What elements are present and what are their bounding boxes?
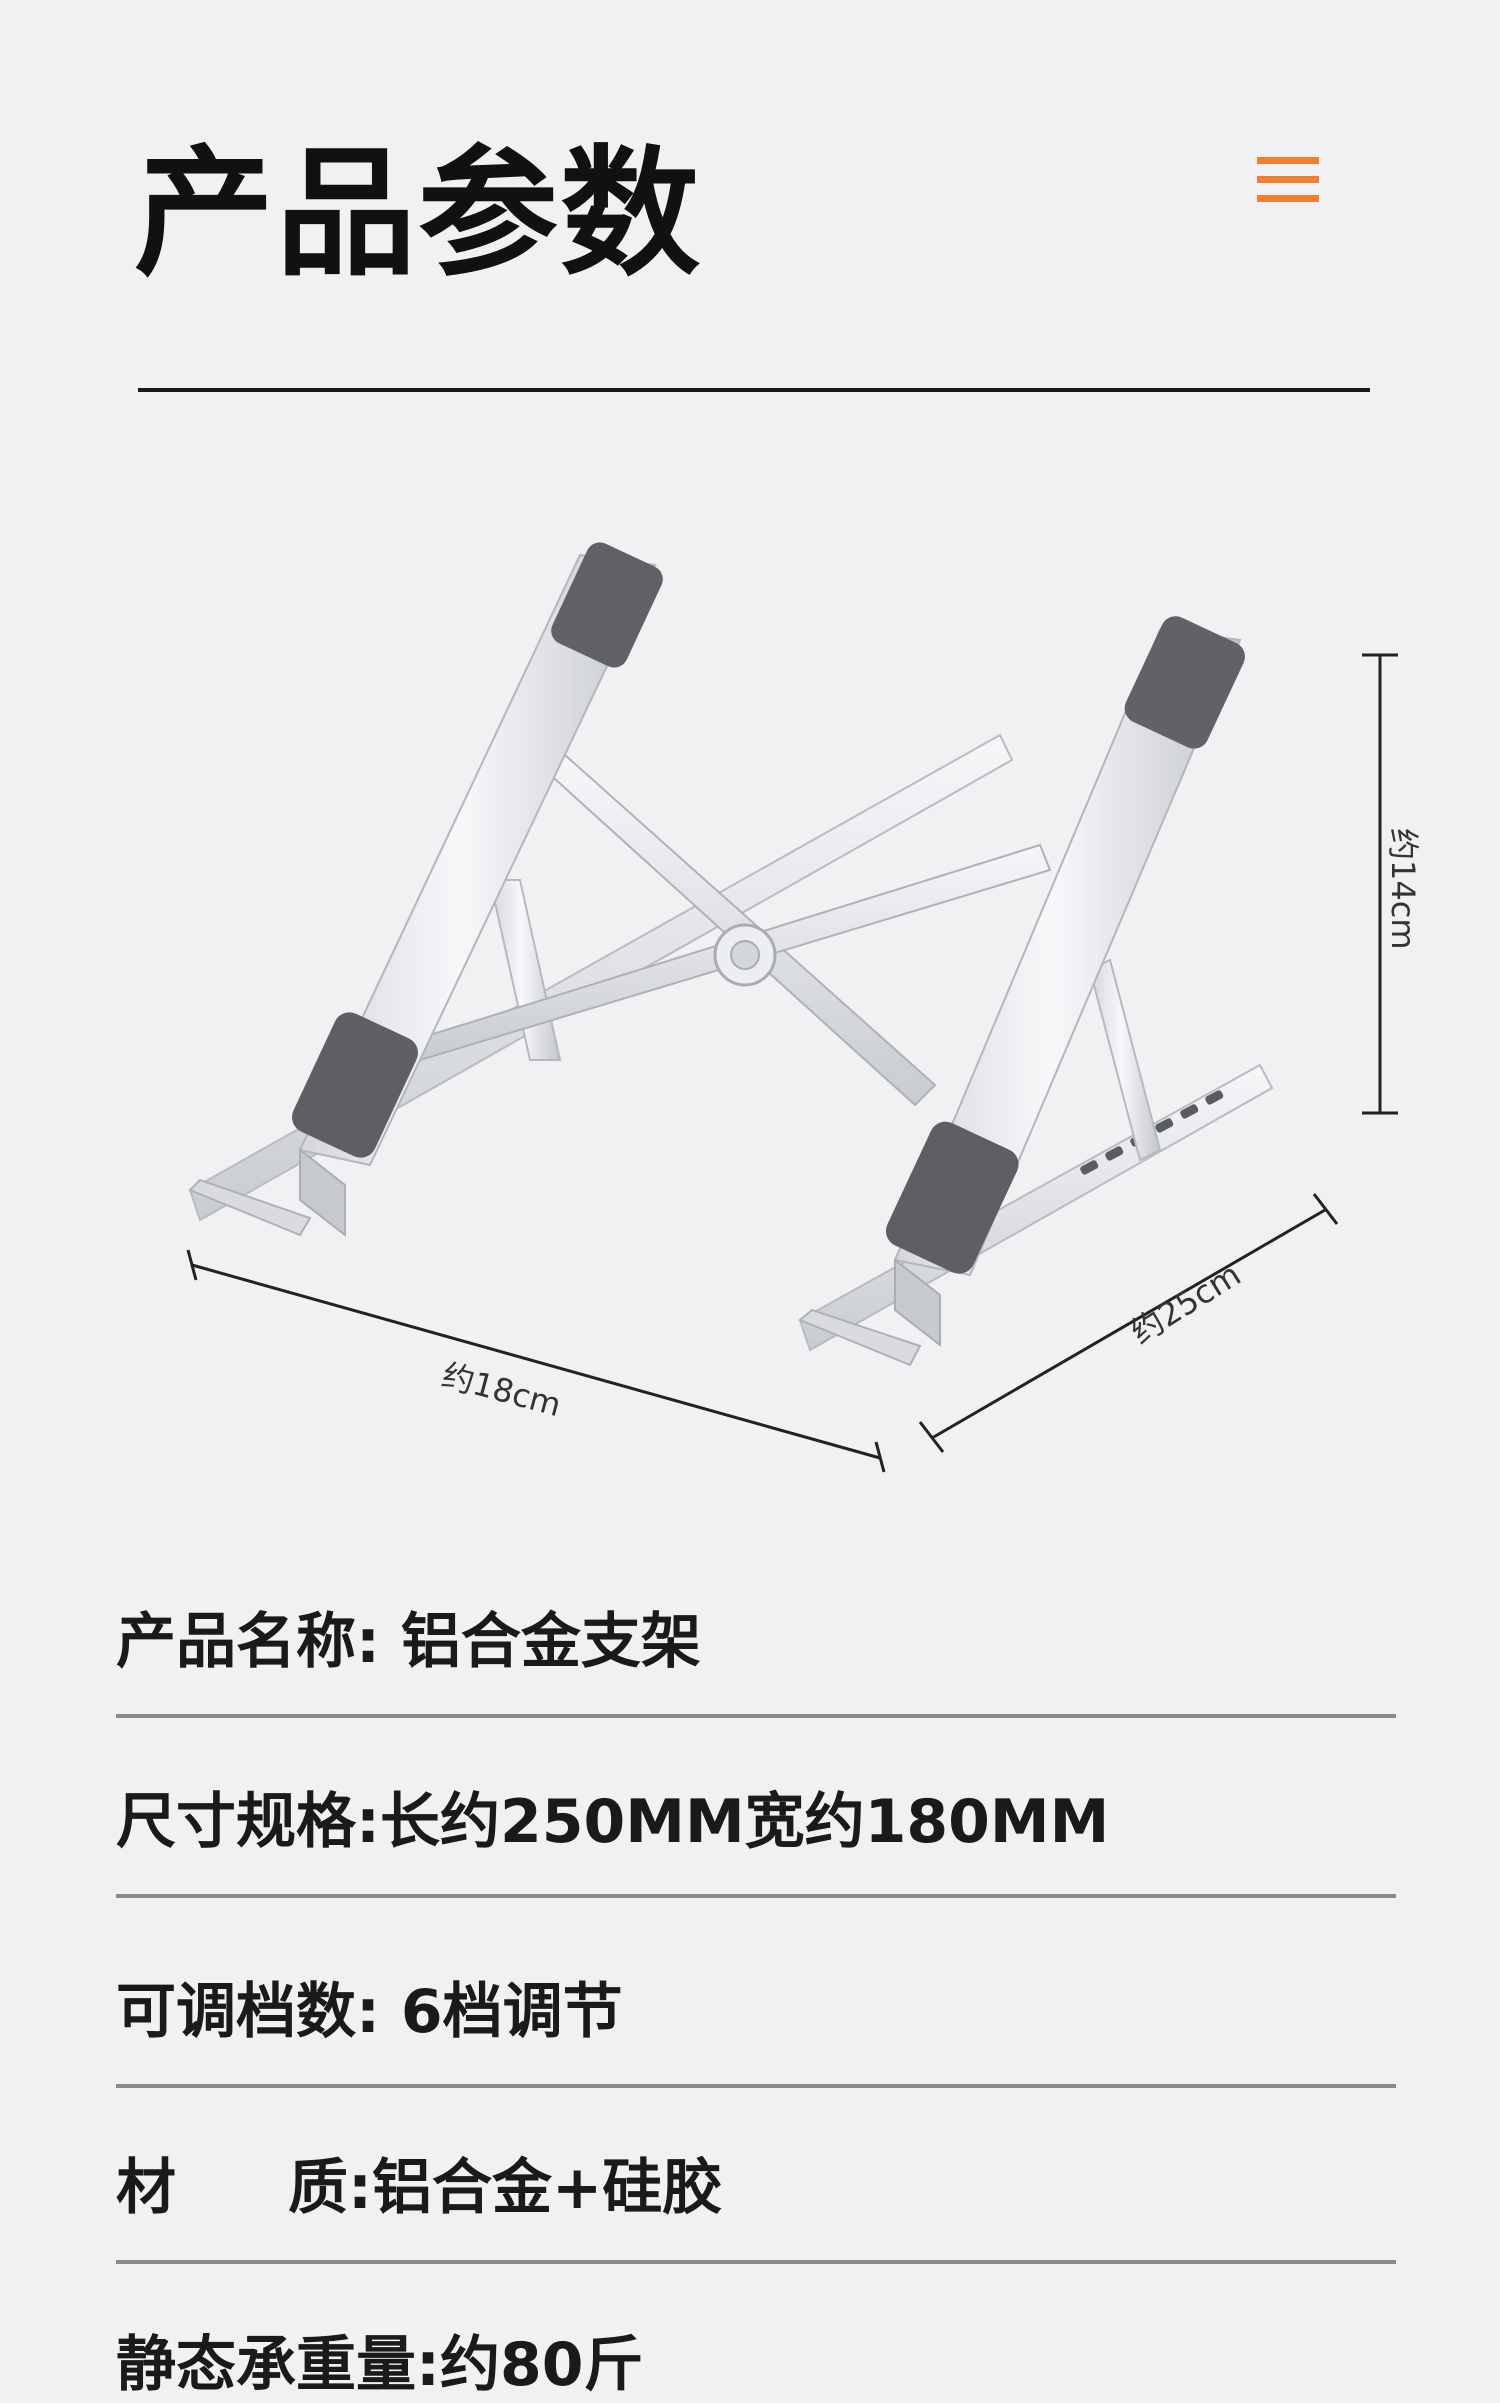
spec-row-material: 材 质:铝合金+硅胶: [116, 2088, 1396, 2264]
menu-icon[interactable]: [1257, 157, 1319, 203]
height-dimension-label: 约14cm: [1384, 828, 1422, 950]
left-arm: [292, 542, 663, 1238]
spec-row-static-load: 静态承重量:约80斤: [116, 2264, 1396, 2400]
right-arm: [885, 616, 1245, 1348]
spec-text: 可调档数: 6档调节: [116, 1977, 623, 2047]
spec-text: 材 质:铝合金+硅胶: [116, 2139, 722, 2226]
laptop-stand-figure: 约18cm 约25cm 约14cm: [186, 542, 1422, 1473]
spec-row-product-name: 产品名称: 铝合金支架: [116, 1540, 1396, 1718]
spec-list: 产品名称: 铝合金支架 尺寸规格:长约250MM宽约180MM 可调档数: 6档…: [116, 1540, 1396, 2400]
spec-key: 材: [116, 2153, 176, 2223]
dimension-lines: [186, 653, 1398, 1473]
title-divider: [138, 388, 1370, 392]
spec-row-adjustable-levels: 可调档数: 6档调节: [116, 1898, 1396, 2088]
length-dimension-label: 约18cm: [438, 1356, 565, 1424]
spec-row-size: 尺寸规格:长约250MM宽约180MM: [116, 1718, 1396, 1898]
spec-text: 静态承重量:约80斤: [116, 2330, 644, 2400]
width-dimension-label: 约25cm: [1124, 1255, 1247, 1352]
spec-text: 产品名称: 铝合金支架: [116, 1607, 701, 1677]
page-title: 产品参数: [134, 133, 703, 296]
spec-text: 尺寸规格:长约250MM宽约180MM: [116, 1787, 1110, 1857]
spec-value: 质:铝合金+硅胶: [288, 2153, 723, 2223]
